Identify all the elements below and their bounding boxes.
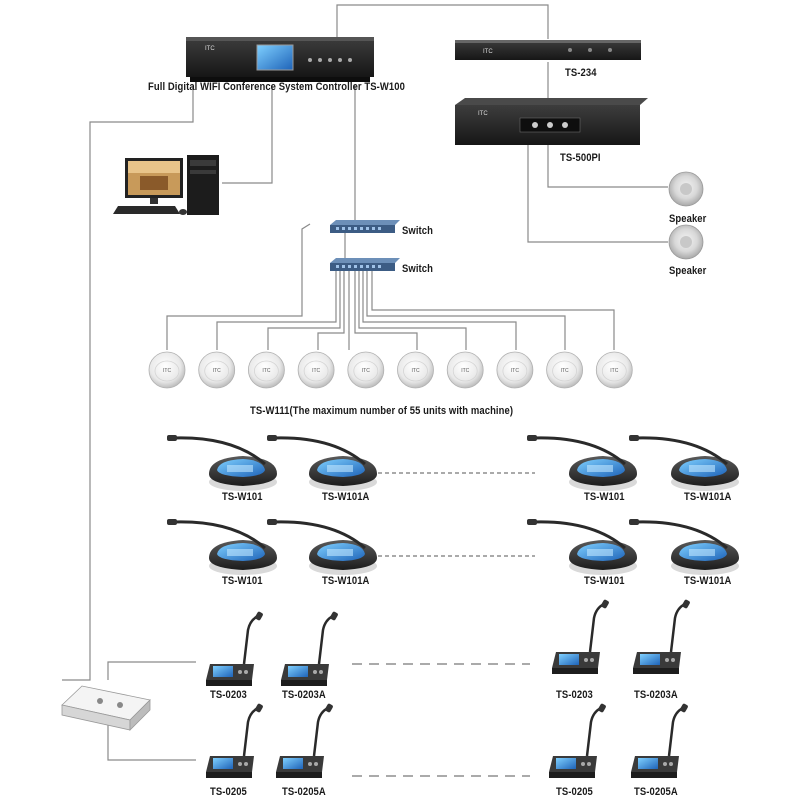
access-point-6: ITC: [397, 351, 434, 389]
access-point-2: ITC: [198, 351, 236, 389]
speaker-2: [668, 224, 704, 260]
wifi-unit-r2-1: [165, 517, 279, 577]
access-point-group: ITC ITC ITC ITC ITC ITC ITC ITC ITC ITC: [148, 351, 633, 389]
ap-logo: ITC: [511, 368, 519, 374]
junction-box: [61, 685, 151, 731]
controller-ts-w100: ITC: [186, 37, 374, 82]
wired-label-r1-3: TS-0203: [556, 689, 593, 701]
ap-label: TS-W111(The maximum number of 55 units w…: [250, 405, 514, 417]
wifi-unit-r1-3: [525, 433, 639, 493]
access-point-7: ITC: [446, 351, 484, 389]
wifi-unit-r1-4: [627, 433, 741, 493]
ts-500pi-amplifier: ITC: [455, 98, 648, 145]
wifi-label-r1-3: TS-W101: [584, 491, 625, 503]
wifi-label-r2-4: TS-W101A: [684, 575, 732, 587]
access-point-1: ITC: [148, 351, 186, 389]
wifi-label-r2-3: TS-W101: [584, 575, 625, 587]
ap-logo: ITC: [312, 368, 320, 374]
wifi-unit-r1-2: [265, 433, 379, 493]
controller-label: Full Digital WIFI Conference System Cont…: [148, 81, 405, 93]
ap-logo: ITC: [163, 368, 171, 374]
connection-lines: [62, 4, 668, 761]
wired-label-r1-1: TS-0203: [210, 689, 247, 701]
wifi-label-r2-1: TS-W101: [222, 575, 263, 587]
ap-logo: ITC: [362, 368, 370, 374]
ap-logo: ITC: [262, 368, 270, 374]
wired-unit-r1-3: [550, 597, 611, 676]
wifi-label-r1-1: TS-W101: [222, 491, 263, 503]
ts-234-device: ITC: [455, 40, 641, 60]
switch-1: [330, 220, 400, 233]
access-point-8: ITC: [496, 351, 534, 389]
wired-unit-r2-2: [274, 701, 335, 780]
wired-label-r1-4: TS-0203A: [634, 689, 678, 701]
wired-label-r2-2: TS-0205A: [282, 786, 326, 798]
wired-label-r2-1: TS-0205: [210, 786, 247, 798]
ap-logo: ITC: [412, 368, 420, 374]
wired-unit-r2-1: [204, 701, 265, 780]
svg-text:ITC: ITC: [478, 111, 488, 117]
switch-2: [330, 258, 400, 271]
access-point-10: ITC: [595, 351, 633, 389]
switch-label-1: Switch: [402, 225, 434, 237]
wifi-unit-r1-1: [165, 433, 279, 493]
wired-label-r2-4: TS-0205A: [634, 786, 678, 798]
wifi-label-r2-2: TS-W101A: [322, 575, 370, 587]
wired-unit-r1-2: [279, 609, 340, 688]
speaker-label-2: Speaker: [669, 265, 707, 277]
access-point-3: ITC: [247, 351, 285, 389]
ts-234-label: TS-234: [565, 67, 597, 79]
wired-unit-r1-4: [631, 597, 692, 676]
access-point-5: ITC: [347, 351, 385, 389]
ap-logo: ITC: [213, 368, 221, 374]
speaker-label-1: Speaker: [669, 213, 707, 225]
wired-unit-r2-4: [629, 701, 690, 780]
ap-logo: ITC: [561, 368, 569, 374]
computer-workstation: [113, 155, 219, 215]
wired-unit-r1-1: [204, 609, 265, 688]
wifi-unit-r2-3: [525, 517, 639, 577]
wifi-label-r1-2: TS-W101A: [322, 491, 370, 503]
ts-500pi-label: TS-500PI: [560, 152, 601, 164]
ap-logo: ITC: [461, 368, 469, 374]
svg-text:ITC: ITC: [205, 46, 215, 52]
switch-label-2: Switch: [402, 263, 434, 275]
continuation-dashes: [352, 472, 535, 777]
wired-label-r2-3: TS-0205: [556, 786, 593, 798]
access-point-9: ITC: [546, 351, 583, 389]
wifi-unit-r2-2: [265, 517, 379, 577]
speaker-1: [668, 171, 704, 207]
wired-label-r1-2: TS-0203A: [282, 689, 326, 701]
wifi-label-r1-4: TS-W101A: [684, 491, 732, 503]
wifi-unit-r2-4: [627, 517, 741, 577]
ap-logo: ITC: [610, 368, 618, 374]
svg-text:ITC: ITC: [483, 49, 493, 55]
wired-unit-r2-3: [547, 701, 608, 780]
access-point-4: ITC: [297, 351, 335, 389]
